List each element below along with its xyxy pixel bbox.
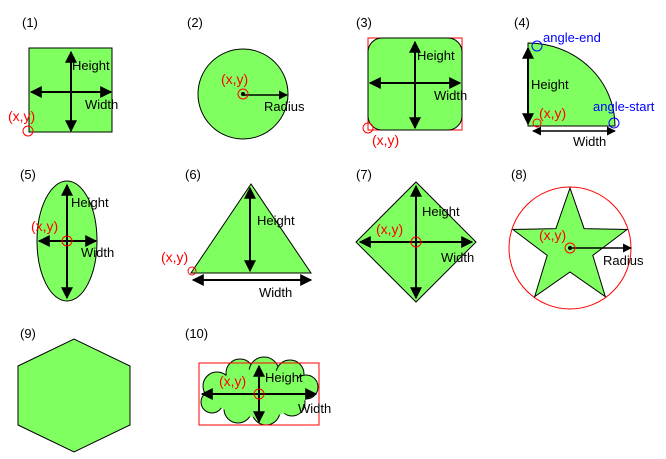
shape-9-number: (9) — [20, 326, 36, 341]
shape-7-xy-label: (x,y) — [376, 221, 403, 237]
shape-4-xy-label: (x,y) — [539, 105, 566, 121]
shape-5-ellipse: (5) Height (x,y) Width — [20, 167, 114, 302]
shape-6-height-label: Height — [257, 213, 295, 228]
shape-10-cloud: (10) (x,y) Height Width — [185, 326, 331, 426]
shape-4-origin-marker — [532, 118, 542, 128]
shape-5-number: (5) — [20, 167, 36, 182]
shape-3-number: (3) — [356, 15, 372, 30]
shape-1-number: (1) — [22, 15, 38, 30]
shape-6-origin-marker — [187, 266, 197, 276]
shape-10-number: (10) — [185, 326, 208, 341]
shape-7-center-marker — [410, 236, 422, 248]
shape-7-diamond: (7) Height (x,y) Width — [355, 167, 477, 303]
shape-2-circle: (2) (x,y) Radius — [187, 15, 305, 140]
shape-1-origin-marker — [22, 125, 34, 137]
shape-4-width-label: Width — [573, 134, 606, 149]
shape-9-hexagon: (9) — [17, 326, 131, 453]
shape-10-center-marker — [253, 388, 265, 400]
shape-8-radius-label: Radius — [603, 253, 644, 268]
shape-6-width-label: Width — [259, 285, 292, 300]
shape-1-height-label: Height — [72, 58, 110, 73]
shape-5-width-label: Width — [81, 245, 114, 260]
shape-1-xy-label: (x,y) — [8, 108, 35, 124]
shape-3-height-label: Height — [417, 48, 455, 63]
shape-3-xy-label: (x,y) — [372, 132, 399, 148]
shape-8-star: (8) (x,y) Radius — [508, 167, 644, 310]
shape-6-xy-label: (x,y) — [161, 249, 188, 265]
shape-10-width-label: Width — [298, 401, 331, 416]
shape-3-width-label: Width — [434, 88, 467, 103]
shape-4-number: (4) — [514, 15, 530, 30]
shape-2-xy-label: (x,y) — [221, 71, 248, 87]
shape-4-height-label: Height — [531, 77, 569, 92]
shape-5-center-marker — [61, 235, 73, 247]
shape-2-radius-label: Radius — [264, 99, 305, 114]
shape-2-number: (2) — [187, 15, 203, 30]
shape-6-triangle: (6) Height (x,y) Width — [161, 167, 313, 300]
shape-4-angle-end-label: angle-end — [543, 30, 601, 45]
shape-10-xy-label: (x,y) — [219, 373, 246, 389]
shape-7-width-label: Width — [441, 250, 474, 265]
shape-8-xy-label: (x,y) — [539, 227, 566, 243]
shape-6-number: (6) — [185, 167, 201, 182]
shape-5-xy-label: (x,y) — [31, 218, 58, 234]
shape-7-number: (7) — [356, 167, 372, 182]
shape-3-origin-marker — [362, 122, 374, 134]
shape-4-pie: (4) angle-end Height (x,y) angle-start W… — [514, 15, 655, 149]
shape-8-number: (8) — [511, 167, 527, 182]
shape-8-center-marker — [564, 242, 576, 254]
shape-4-angle-start-label: angle-start — [593, 99, 655, 114]
shape-5-height-label: Height — [71, 195, 109, 210]
shape-2-center-marker — [237, 88, 249, 100]
shape-1-width-label: Width — [85, 97, 118, 112]
shape-4-angle-end-marker — [531, 40, 543, 52]
shape-3-rounded-rectangle: (3) Height Width (x,y) — [356, 15, 467, 148]
shape-7-height-label: Height — [422, 204, 460, 219]
shape-10-height-label: Height — [265, 370, 303, 385]
shape-4-angle-start-marker — [608, 117, 620, 129]
shape-1-rectangle: (1) Height Width (x,y) — [8, 15, 118, 137]
shape-10-bounding-box — [198, 362, 320, 426]
